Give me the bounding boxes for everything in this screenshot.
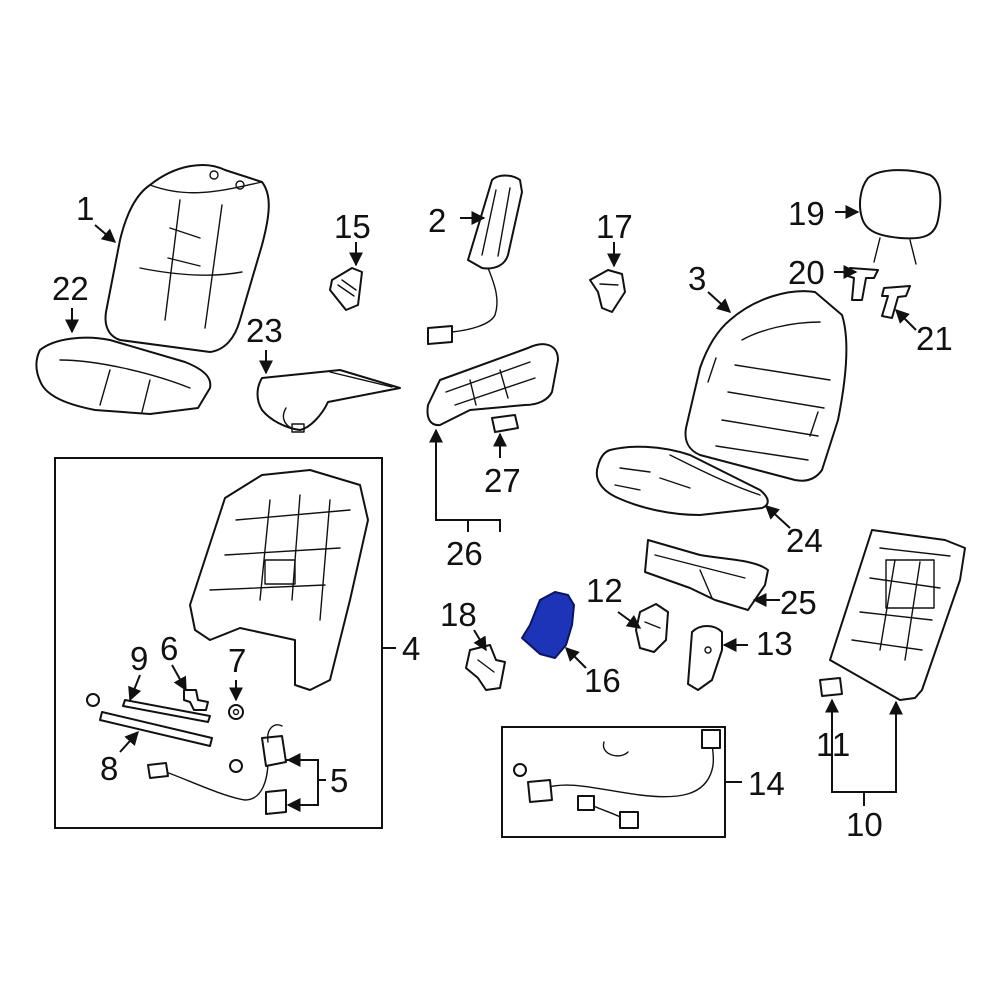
bolt-part-6 (183, 689, 209, 711)
callout-4: 4 (402, 630, 420, 667)
washer-part-7 (228, 704, 244, 720)
callout-5: 5 (330, 762, 348, 799)
frame-group-box (54, 457, 383, 829)
callout-26: 26 (446, 535, 483, 572)
rear-frame-part-10 (829, 529, 966, 701)
callout-17: 17 (596, 208, 633, 245)
headrest-part-19 (859, 169, 942, 265)
clip-part-27 (491, 414, 519, 433)
callout-27: 27 (484, 462, 521, 499)
bolster-part-25 (644, 539, 769, 611)
callout-11: 11 (816, 726, 850, 763)
wire-harness-part-14 (513, 729, 721, 829)
callout-22: 22 (52, 270, 89, 307)
callout-21: 21 (916, 320, 953, 357)
knob-part-12 (635, 603, 669, 653)
leader-lines (65, 205, 917, 812)
callout-13: 13 (756, 625, 793, 662)
callout-6: 6 (160, 630, 178, 667)
side-trim-cover-part-26 (426, 343, 559, 427)
seat-back-cover-part-1 (104, 164, 270, 353)
callout-10: 10 (846, 806, 883, 843)
airbag-module-part-2 (427, 174, 523, 345)
clip-part-17 (589, 269, 626, 313)
seat-cushion-cover-part-22 (35, 336, 212, 415)
callout-8: 8 (100, 750, 118, 787)
rod-part-8 (99, 711, 213, 747)
callout-16: 16 (584, 662, 621, 699)
callout-18: 18 (440, 596, 477, 633)
callout-labels: 1 2 3 4 5 6 7 8 9 10 11 12 13 14 15 16 1… (52, 190, 953, 843)
callout-1: 1 (76, 190, 94, 227)
headrest-guide-part-21 (881, 285, 911, 319)
bracket-part-15 (329, 267, 363, 311)
callout-25: 25 (780, 584, 817, 621)
callout-3: 3 (688, 260, 706, 297)
callout-9: 9 (130, 640, 148, 677)
callout-19: 19 (788, 195, 825, 232)
callout-15: 15 (334, 208, 371, 245)
bracket-part-18 (465, 644, 506, 691)
callout-2: 2 (428, 202, 446, 239)
harness-part-5 (147, 724, 287, 815)
washer-part-9-end (86, 693, 243, 773)
callout-12: 12 (586, 572, 623, 609)
seat-back-cover-part-3 (684, 290, 848, 482)
callout-7: 7 (228, 642, 246, 679)
clip-part-11 (819, 677, 843, 697)
callout-14: 14 (748, 765, 785, 802)
seat-panel-part-23 (256, 369, 401, 433)
callout-20: 20 (788, 254, 825, 291)
callout-23: 23 (246, 312, 283, 349)
callout-24: 24 (786, 522, 823, 559)
rod-part-9 (122, 699, 211, 723)
cover-part-13 (687, 625, 723, 691)
seat-cushion-cover-part-24 (595, 445, 769, 516)
trim-part-16-highlighted[interactable] (521, 591, 575, 659)
seat-back-frame-part-4 (189, 469, 369, 691)
